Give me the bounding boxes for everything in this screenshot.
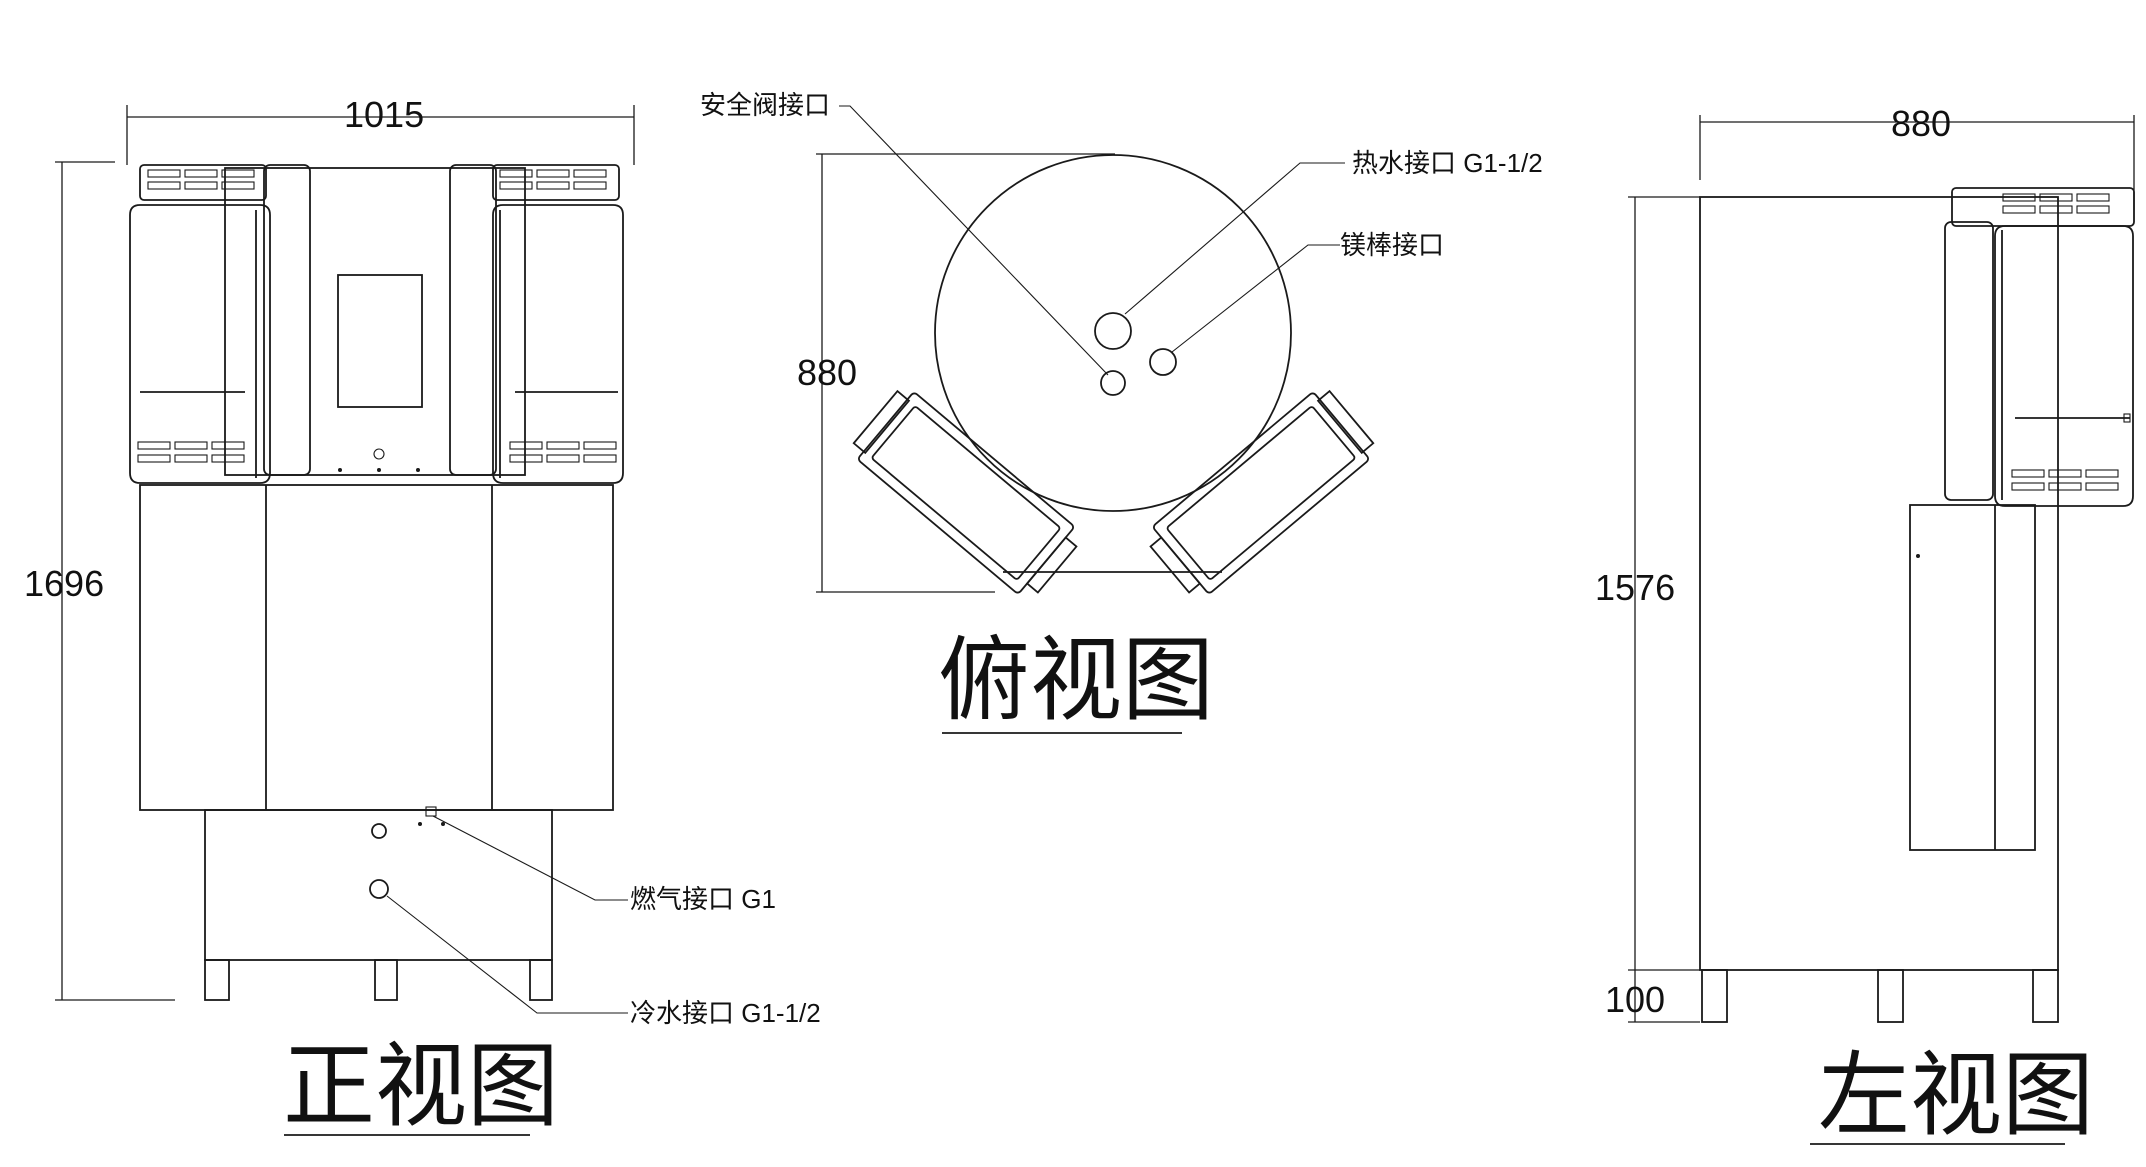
gas-port (371, 823, 387, 839)
side-height-label: 1576 (1595, 567, 1675, 608)
front-width-label: 1015 (344, 94, 424, 135)
front-cabinet (139, 484, 614, 811)
top-view: 880 安全阀接口 热水接口 G1-1/2 镁棒接口 俯 (700, 90, 1543, 734)
side-heater (1944, 187, 2135, 507)
left-view: 880 1576 100 (1595, 103, 2135, 1149)
front-heater-right (449, 164, 624, 484)
safety-valve-callout: 安全阀接口 (700, 90, 830, 120)
front-tank (224, 167, 526, 476)
left-view-title: 左视图 (1818, 1042, 2094, 1149)
top-heater-left (852, 389, 1078, 594)
safety-valve-port (1100, 370, 1126, 396)
hot-water-port (1094, 312, 1132, 350)
anode-rod-port (1149, 348, 1177, 376)
front-height-label: 1696 (24, 563, 104, 604)
front-leg-middle (374, 959, 398, 1001)
side-leg-right (2032, 969, 2059, 1023)
cold-water-port (369, 879, 389, 899)
anode-rod-callout: 镁棒接口 (1340, 230, 1444, 260)
side-body (1699, 196, 2059, 971)
side-cabinet (1909, 504, 2036, 851)
front-view: 1015 1696 (24, 94, 821, 1140)
gas-port-callout: 燃气接口 G1 (630, 884, 776, 914)
front-width-dimension: 1015 (126, 94, 635, 165)
front-heater-left (129, 164, 311, 484)
top-heater-right (1149, 389, 1375, 594)
front-base (204, 809, 553, 961)
side-height-dimension: 1576 100 (1595, 196, 1700, 1023)
front-height-dimension: 1696 (24, 161, 175, 1001)
side-width-dimension: 880 (1699, 103, 2135, 210)
side-width-label: 880 (1891, 103, 1951, 144)
top-view-title: 俯视图 (938, 627, 1214, 734)
side-leg-middle (1877, 969, 1904, 1023)
front-window (337, 274, 423, 408)
top-tank (934, 154, 1292, 512)
hot-water-callout: 热水接口 G1-1/2 (1352, 148, 1543, 178)
front-leg-right (529, 959, 553, 1001)
top-depth-dimension: 880 (797, 153, 1115, 593)
leg-height-label: 100 (1605, 979, 1665, 1020)
cold-water-port-callout: 冷水接口 G1-1/2 (630, 998, 821, 1028)
front-leg-left (204, 959, 230, 1001)
side-leg-left (1701, 969, 1728, 1023)
top-depth-label: 880 (797, 352, 857, 393)
front-view-title: 正视图 (283, 1033, 559, 1140)
